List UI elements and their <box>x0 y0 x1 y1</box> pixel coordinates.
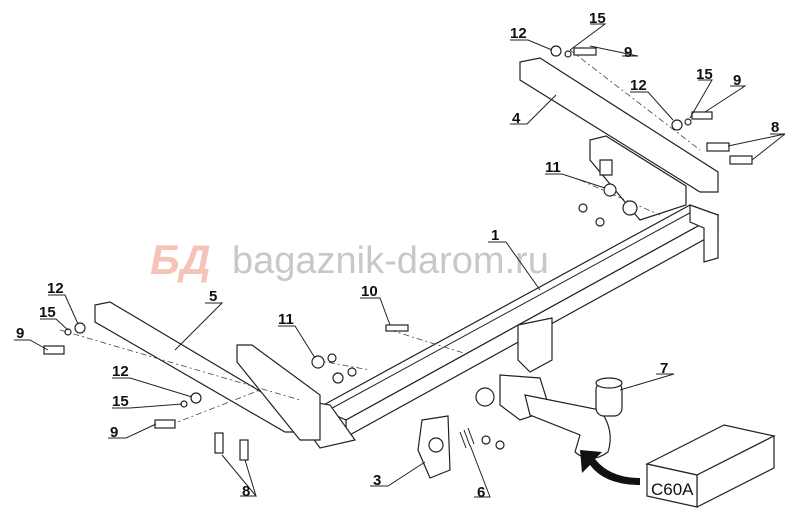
leader-lines <box>14 23 786 498</box>
fasteners <box>43 45 753 461</box>
part-label-15: 15 <box>112 393 129 410</box>
part-label-1: 1 <box>491 227 499 244</box>
part-label-11: 11 <box>545 159 561 176</box>
watermark-logo: БД <box>150 236 211 283</box>
part-label-9: 9 <box>16 325 24 342</box>
kit-box: C60A <box>645 424 776 508</box>
part-label-3: 3 <box>373 472 381 489</box>
kit-box-label: C60A <box>651 480 694 499</box>
part-label-12: 12 <box>630 77 647 94</box>
part-label-8: 8 <box>242 483 250 500</box>
part-label-9: 9 <box>624 44 632 61</box>
part-label-4: 4 <box>512 110 521 127</box>
part-label-10: 10 <box>361 283 378 300</box>
part-label-15: 15 <box>589 10 606 27</box>
part-label-6: 6 <box>477 484 485 501</box>
part-label-12: 12 <box>510 25 527 42</box>
part-label-12: 12 <box>112 363 129 380</box>
left-brackets <box>94 301 321 441</box>
part-label-8: 8 <box>771 119 779 136</box>
part-label-15: 15 <box>39 304 56 321</box>
part-label-9: 9 <box>110 424 118 441</box>
watermark: БД bagaznik-darom.ru <box>150 236 549 283</box>
watermark-text: bagaznik-darom.ru <box>232 240 549 282</box>
right-brackets <box>519 57 719 221</box>
part-label-11: 11 <box>278 311 294 328</box>
part-label-7: 7 <box>660 360 668 377</box>
part-labels: 12 15 9 12 15 9 4 8 11 1 10 5 12 15 9 11… <box>16 10 779 501</box>
arrow-icon <box>580 450 640 485</box>
part-label-5: 5 <box>209 288 217 305</box>
hitch-assembly <box>417 317 623 479</box>
part-label-12: 12 <box>47 280 64 297</box>
part-label-15: 15 <box>696 66 713 83</box>
part-label-9: 9 <box>733 72 741 89</box>
